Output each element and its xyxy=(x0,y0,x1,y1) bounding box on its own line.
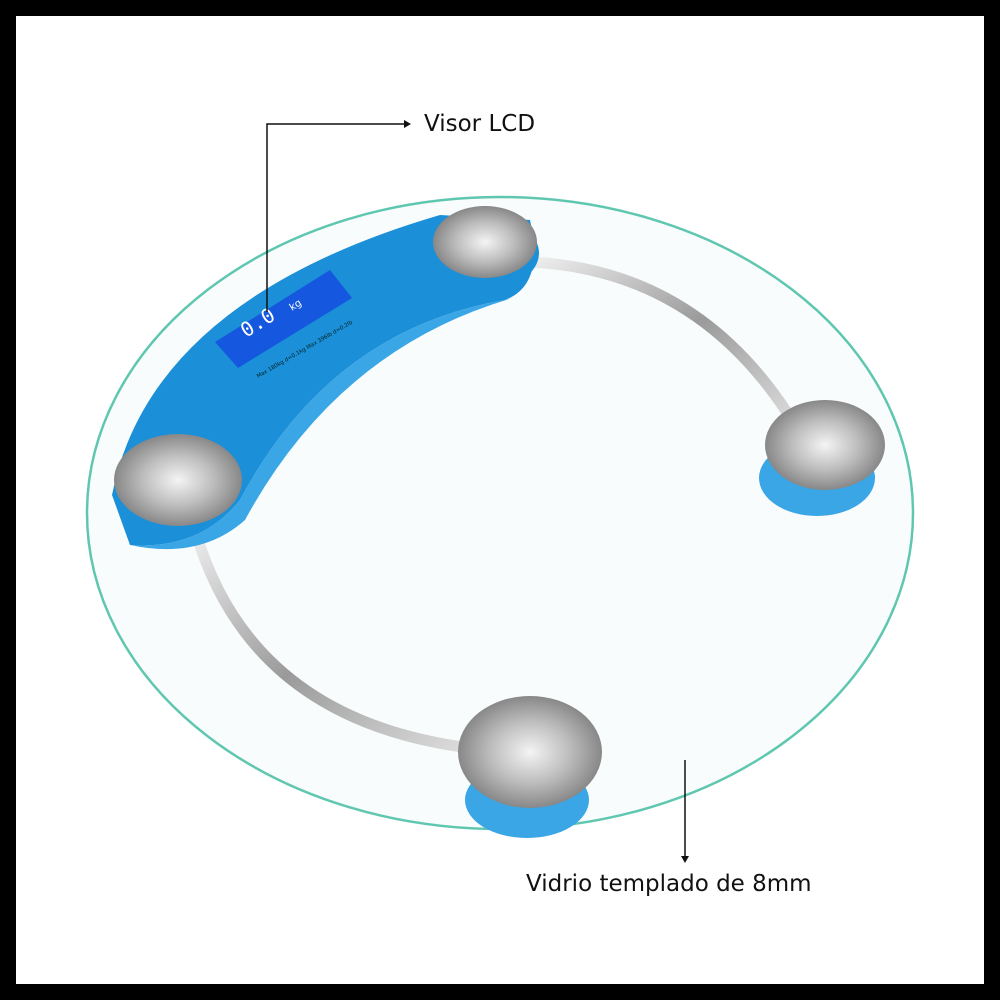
foot-pad-right xyxy=(759,400,885,516)
foot-pad-top xyxy=(433,206,539,289)
lcd-display xyxy=(215,270,352,368)
lcd-unit: kg xyxy=(288,298,304,314)
chrome-rod-right xyxy=(524,256,801,431)
lcd-label: Visor LCD xyxy=(424,111,536,137)
glass-callout-line xyxy=(681,760,689,863)
glass-label: Vidrio templado de 8mm xyxy=(526,871,812,897)
foot-pad-bottom xyxy=(458,696,602,838)
lcd-callout-line xyxy=(266,120,411,312)
foot-pad-left xyxy=(114,434,242,526)
chrome-rod-left xyxy=(189,524,476,754)
